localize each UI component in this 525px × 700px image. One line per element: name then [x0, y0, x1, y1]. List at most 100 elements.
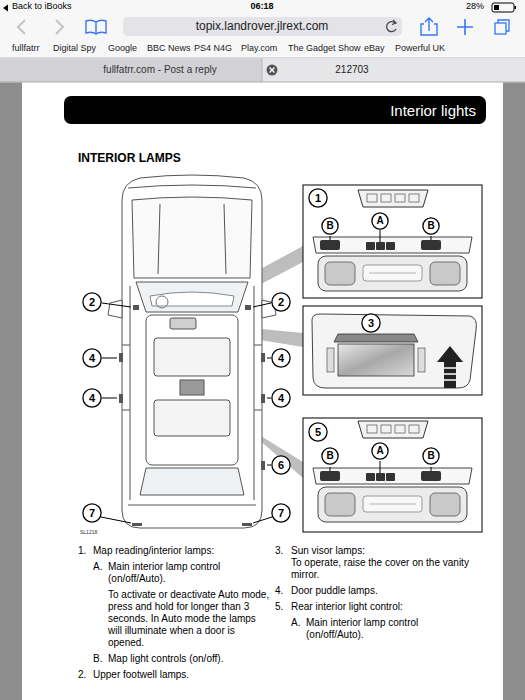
lamp-marker	[261, 353, 265, 362]
illustration	[515, 6, 517, 9]
list-text: Sun visor lamps:	[291, 545, 365, 557]
inset-frame	[303, 306, 482, 395]
leader-line	[101, 303, 272, 523]
status-battery: 28%	[466, 1, 484, 12]
back-triangle	[3, 5, 8, 12]
sun-visor	[334, 334, 418, 342]
bookmark-link: BBC News	[147, 43, 191, 54]
callout-text: 4	[278, 393, 284, 404]
callout-text: 2	[89, 297, 95, 308]
callout-text: 4	[89, 353, 95, 364]
callout-number: 5	[308, 422, 328, 442]
callout-circle	[372, 443, 388, 459]
callout-number: 4	[82, 348, 102, 368]
leader-line	[102, 358, 117, 359]
tabs-icon	[495, 23, 506, 34]
vehicle-top-view	[154, 400, 230, 436]
leader-line	[267, 465, 271, 466]
vehicle-top-view	[132, 197, 252, 278]
lamp-marker	[133, 305, 139, 310]
lamp-marker	[119, 394, 123, 403]
callout-text: 6	[278, 460, 284, 471]
callout-text: A	[376, 216, 383, 226]
tab-title: 212703	[335, 64, 368, 76]
callout-circle	[423, 448, 439, 464]
header-band: Interior lights	[64, 96, 486, 124]
back-button	[18, 20, 25, 34]
vehicle-top-view	[108, 175, 276, 528]
callout-text: 4	[89, 393, 95, 404]
illustration	[313, 421, 472, 522]
vehicle-top-view	[122, 175, 262, 528]
callout-circle	[362, 314, 380, 332]
callout-number: A	[371, 442, 389, 460]
bookmarks-icon	[86, 20, 106, 34]
leader-line	[267, 398, 271, 399]
callout-text: 4	[278, 353, 284, 364]
status-text: Back to iBooks	[12, 1, 72, 12]
callout-number: 7	[82, 503, 102, 523]
callout-circle	[83, 389, 101, 407]
sun-visor	[327, 348, 334, 372]
callout-number: B	[422, 217, 440, 235]
page-heading: INTERIOR LAMPS	[78, 151, 181, 165]
sun-visor	[338, 344, 414, 376]
battery-icon	[492, 3, 514, 12]
inset-frame	[303, 185, 482, 298]
illustration	[270, 68, 275, 73]
callout-text: 7	[89, 508, 95, 519]
lamp-marker	[245, 305, 251, 310]
leader-line	[267, 358, 271, 359]
viewer-background	[0, 83, 525, 700]
callout-number: B	[321, 217, 339, 235]
lamp-marker	[119, 353, 123, 362]
callout-text: B	[427, 221, 434, 231]
list-number: 1.	[78, 545, 86, 557]
status-time: 06:18	[250, 1, 273, 12]
bookmark-link: Digital Spy	[53, 43, 96, 54]
list-text: Door puddle lamps.	[291, 585, 378, 597]
illustration	[313, 190, 472, 291]
callout-circle	[423, 218, 439, 234]
list-number: 2.	[78, 669, 86, 681]
tab	[262, 59, 525, 83]
sun-visor	[437, 346, 463, 388]
tab-title: fullfatrr.com - Post a reply	[103, 64, 216, 76]
vehicle-top-view	[224, 204, 226, 274]
vehicle-top-view	[158, 204, 160, 274]
callout-text: 5	[315, 427, 321, 438]
url-field	[123, 17, 402, 36]
vehicle-top-view	[140, 468, 244, 495]
list-text: Map light controls (on/off).	[108, 653, 223, 665]
leader-line	[102, 303, 131, 307]
callout-text: B	[326, 451, 333, 461]
leader-line	[101, 517, 131, 523]
list-number: 4.	[275, 585, 283, 597]
list-number: 5.	[275, 601, 283, 613]
list-text: Upper footwell lamps.	[93, 669, 189, 681]
leader-line	[102, 398, 117, 399]
callout-number: 4	[271, 388, 291, 408]
vehicle-top-view	[122, 345, 130, 346]
vehicle-top-view	[122, 410, 130, 411]
vehicle-top-view	[154, 338, 230, 376]
vehicle-top-view	[254, 286, 255, 500]
callout-circle	[372, 213, 388, 229]
close-tab-icon	[267, 65, 278, 76]
bookmark-link: Powerful UK	[395, 43, 445, 54]
list-text: Main interior lamp control (on/off/Auto)…	[306, 617, 466, 641]
vehicle-top-view	[128, 505, 256, 506]
leader-line	[253, 517, 272, 523]
callout-number: 4	[271, 348, 291, 368]
bookmark-link: PS4 N4G	[194, 43, 232, 54]
vehicle-top-view	[156, 296, 168, 308]
vehicle-top-view	[136, 282, 248, 312]
bookmark-link: eBay	[364, 43, 385, 54]
list-text: Main interior lamp control (on/off/Auto)…	[108, 561, 258, 585]
lamp-marker	[261, 394, 265, 403]
list-number: 3.	[275, 545, 283, 557]
callout-circle	[272, 504, 290, 522]
callout-circle	[309, 189, 327, 207]
callout-number: B	[422, 447, 440, 465]
